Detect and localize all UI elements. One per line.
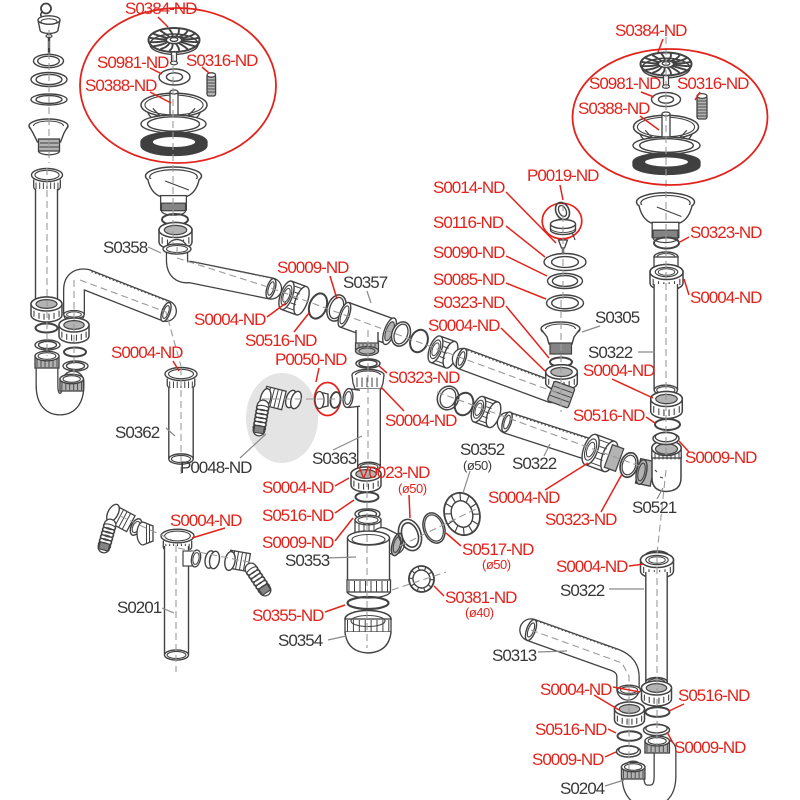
svg-text:S0322: S0322 [512,454,557,473]
svg-text:S0316-ND: S0316-ND [677,74,749,93]
svg-text:S0353: S0353 [285,551,330,570]
svg-text:(ø50): (ø50) [463,458,492,473]
svg-text:S0009-ND: S0009-ND [277,258,349,277]
svg-text:S0004-ND: S0004-ND [111,343,183,362]
svg-text:S0323-ND: S0323-ND [690,223,762,242]
svg-text:(ø50): (ø50) [482,557,511,572]
svg-text:S0516-ND: S0516-ND [245,331,317,350]
svg-text:S0384-ND: S0384-ND [125,0,197,18]
svg-text:S0388-ND: S0388-ND [85,76,157,95]
svg-text:S0004-ND: S0004-ND [428,316,500,335]
svg-text:S0516-ND: S0516-ND [573,406,645,425]
svg-text:S0516-ND: S0516-ND [678,686,750,705]
svg-text:S0322: S0322 [560,581,605,600]
svg-text:S0981-ND: S0981-ND [589,74,661,93]
svg-text:S0090-ND: S0090-ND [433,243,505,262]
svg-text:S0362: S0362 [115,423,160,442]
svg-text:S0516-ND: S0516-ND [535,720,607,739]
svg-text:S0354: S0354 [278,631,323,650]
svg-text:P0050-ND: P0050-ND [275,350,347,369]
svg-text:S0305: S0305 [595,308,640,327]
svg-text:S0313: S0313 [492,646,537,665]
svg-text:(ø40): (ø40) [465,605,494,620]
svg-text:S0004-ND: S0004-ND [170,511,242,530]
svg-text:S0004-ND: S0004-ND [540,680,612,699]
svg-text:S0363: S0363 [312,449,357,468]
svg-text:S0388-ND: S0388-ND [578,99,650,118]
svg-text:S0323-ND: S0323-ND [388,368,460,387]
svg-text:S0322: S0322 [588,343,633,362]
svg-text:S0204: S0204 [560,779,605,798]
svg-text:P0048-ND: P0048-ND [180,458,252,477]
svg-text:S0004-ND: S0004-ND [556,557,628,576]
svg-text:S0355-ND: S0355-ND [252,606,324,625]
svg-text:S0004-ND: S0004-ND [194,310,266,329]
svg-text:S0004-ND: S0004-ND [690,288,762,307]
svg-text:S0004-ND: S0004-ND [488,488,560,507]
svg-text:P0019-ND: P0019-ND [527,166,599,185]
svg-text:S0357: S0357 [343,273,388,292]
svg-text:S0352: S0352 [460,440,505,459]
svg-text:S0201: S0201 [117,598,162,617]
svg-text:S0521: S0521 [632,498,677,517]
svg-text:S0358: S0358 [103,238,148,257]
svg-text:S0116-ND: S0116-ND [433,213,504,232]
svg-text:S0004-ND: S0004-ND [385,411,457,430]
svg-text:S0323-ND: S0323-ND [545,510,617,529]
svg-text:S0981-ND: S0981-ND [97,53,169,72]
svg-text:S0009-ND: S0009-ND [532,750,604,769]
svg-text:S0009-ND: S0009-ND [674,738,746,757]
svg-text:S0085-ND: S0085-ND [433,270,505,289]
svg-text:(ø50): (ø50) [398,481,427,496]
svg-text:S0009-ND: S0009-ND [262,533,334,552]
svg-text:S0323-ND: S0323-ND [433,293,505,312]
svg-text:S0004-ND: S0004-ND [262,478,334,497]
svg-text:S0014-ND: S0014-ND [433,178,505,197]
svg-text:V0023-ND: V0023-ND [358,463,430,482]
svg-text:S0517-ND: S0517-ND [462,540,534,559]
svg-text:S0004-ND: S0004-ND [583,361,655,380]
svg-text:S0009-ND: S0009-ND [685,448,757,467]
svg-text:S0516-ND: S0516-ND [262,506,334,525]
svg-text:S0384-ND: S0384-ND [615,21,687,40]
svg-text:S0316-ND: S0316-ND [186,51,258,70]
svg-text:S0381-ND: S0381-ND [445,588,517,607]
